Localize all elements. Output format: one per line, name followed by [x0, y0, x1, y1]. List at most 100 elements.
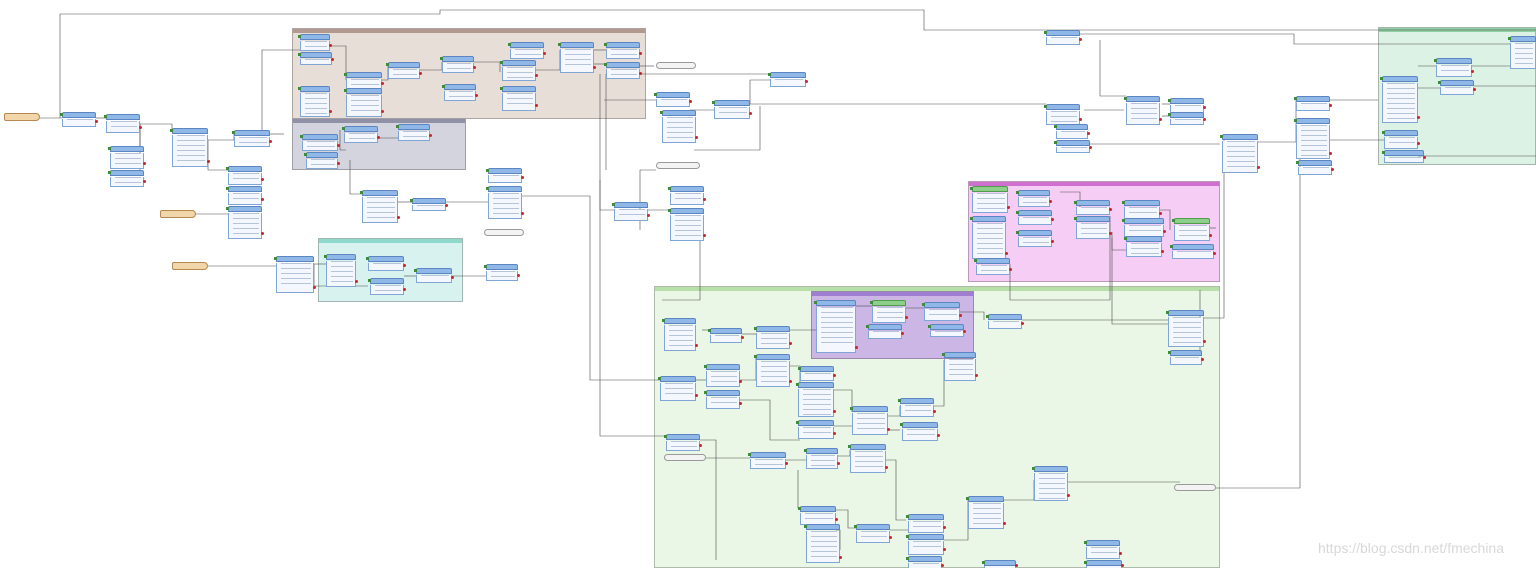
output-port[interactable] — [835, 518, 838, 521]
node-header[interactable] — [944, 352, 976, 358]
node-header[interactable] — [756, 354, 790, 360]
node-header[interactable] — [798, 420, 834, 426]
output-port[interactable] — [749, 112, 752, 115]
input-port[interactable] — [1054, 125, 1057, 128]
transformer-node[interactable] — [486, 186, 524, 219]
bookmark-header[interactable] — [319, 239, 462, 243]
output-port[interactable] — [1121, 564, 1124, 567]
output-port[interactable] — [1079, 38, 1082, 41]
input-port[interactable] — [1016, 231, 1019, 234]
transformer-node[interactable] — [1016, 210, 1054, 225]
input-port[interactable] — [108, 147, 111, 150]
transformer-node[interactable] — [484, 264, 520, 281]
transformer-node[interactable] — [274, 256, 316, 293]
output-port[interactable] — [1473, 88, 1476, 91]
transformer-node[interactable] — [1438, 80, 1476, 95]
transformer-node[interactable] — [708, 328, 744, 343]
output-port[interactable] — [647, 214, 650, 217]
transformer-node[interactable] — [704, 364, 742, 387]
output-port[interactable] — [139, 126, 142, 129]
input-port[interactable] — [484, 265, 487, 268]
transformer-node[interactable] — [344, 88, 384, 117]
transformer-node[interactable] — [226, 186, 264, 205]
node-header[interactable] — [664, 318, 696, 324]
output-port[interactable] — [1161, 250, 1164, 253]
output-port[interactable] — [521, 212, 524, 215]
input-port[interactable] — [654, 93, 657, 96]
input-port[interactable] — [1382, 151, 1385, 154]
output-port[interactable] — [535, 74, 538, 77]
output-port[interactable] — [943, 526, 946, 529]
output-port[interactable] — [943, 548, 946, 551]
input-port[interactable] — [986, 315, 989, 318]
output-port[interactable] — [1213, 252, 1216, 255]
transformer-node[interactable] — [922, 302, 962, 321]
node-header[interactable] — [398, 124, 430, 130]
output-port[interactable] — [963, 330, 966, 333]
node-header[interactable] — [1076, 216, 1110, 222]
input-port[interactable] — [804, 449, 807, 452]
transformer-node[interactable] — [1074, 200, 1112, 215]
node-header[interactable] — [908, 514, 944, 520]
transformer-node[interactable] — [798, 506, 838, 525]
input-port[interactable] — [226, 207, 229, 210]
node-header[interactable] — [1440, 80, 1474, 86]
input-port[interactable] — [226, 167, 229, 170]
input-port[interactable] — [1296, 161, 1299, 164]
output-port[interactable] — [269, 140, 272, 143]
output-port[interactable] — [739, 380, 742, 383]
input-port[interactable] — [848, 445, 851, 448]
node-header[interactable] — [346, 72, 382, 78]
output-port[interactable] — [703, 234, 706, 237]
transformer-node[interactable] — [658, 376, 698, 401]
node-header[interactable] — [656, 92, 690, 98]
node-header[interactable] — [1436, 58, 1472, 64]
output-port[interactable] — [639, 52, 642, 55]
transformer-node[interactable] — [1382, 150, 1426, 163]
input-port[interactable] — [664, 435, 667, 438]
node-header[interactable] — [1384, 150, 1424, 156]
output-port[interactable] — [381, 82, 384, 85]
node-header[interactable] — [346, 88, 382, 94]
transformer-node[interactable] — [1294, 118, 1332, 159]
transformer-node[interactable] — [170, 128, 210, 167]
transformer-node[interactable] — [986, 314, 1024, 329]
node-header[interactable] — [930, 324, 964, 330]
output-port[interactable] — [887, 428, 890, 431]
input-port[interactable] — [1074, 217, 1077, 220]
input-port[interactable] — [804, 525, 807, 528]
input-port[interactable] — [1380, 77, 1383, 80]
node-header[interactable] — [1056, 124, 1088, 130]
transformer-node[interactable] — [1380, 76, 1420, 123]
output-port[interactable] — [1423, 156, 1426, 159]
node-header[interactable] — [502, 60, 536, 66]
inspector-node[interactable] — [1174, 484, 1216, 491]
output-port[interactable] — [521, 176, 524, 179]
output-port[interactable] — [805, 80, 808, 83]
input-port[interactable] — [854, 525, 857, 528]
transformer-node[interactable] — [906, 514, 946, 533]
node-header[interactable] — [302, 134, 338, 140]
transformer-node[interactable] — [1124, 96, 1162, 125]
transformer-node[interactable] — [866, 324, 904, 339]
transformer-node[interactable] — [442, 84, 478, 101]
transformer-node[interactable] — [928, 324, 966, 337]
input-port[interactable] — [508, 43, 511, 46]
node-header[interactable] — [228, 166, 262, 172]
node-header[interactable] — [850, 444, 886, 450]
transformer-node[interactable] — [558, 42, 596, 73]
node-header[interactable] — [560, 42, 594, 48]
node-header[interactable] — [670, 186, 704, 192]
output-port[interactable] — [1005, 252, 1008, 255]
output-port[interactable] — [1119, 552, 1122, 555]
input-port[interactable] — [668, 209, 671, 212]
input-port[interactable] — [1166, 311, 1169, 314]
node-header[interactable] — [1174, 218, 1210, 224]
input-port[interactable] — [604, 63, 607, 66]
transformer-node[interactable] — [226, 166, 264, 185]
output-port[interactable] — [741, 336, 744, 339]
input-port[interactable] — [1044, 31, 1047, 34]
node-header[interactable] — [1382, 76, 1418, 82]
bookmark-header[interactable] — [812, 292, 973, 296]
node-header[interactable] — [1384, 130, 1418, 136]
